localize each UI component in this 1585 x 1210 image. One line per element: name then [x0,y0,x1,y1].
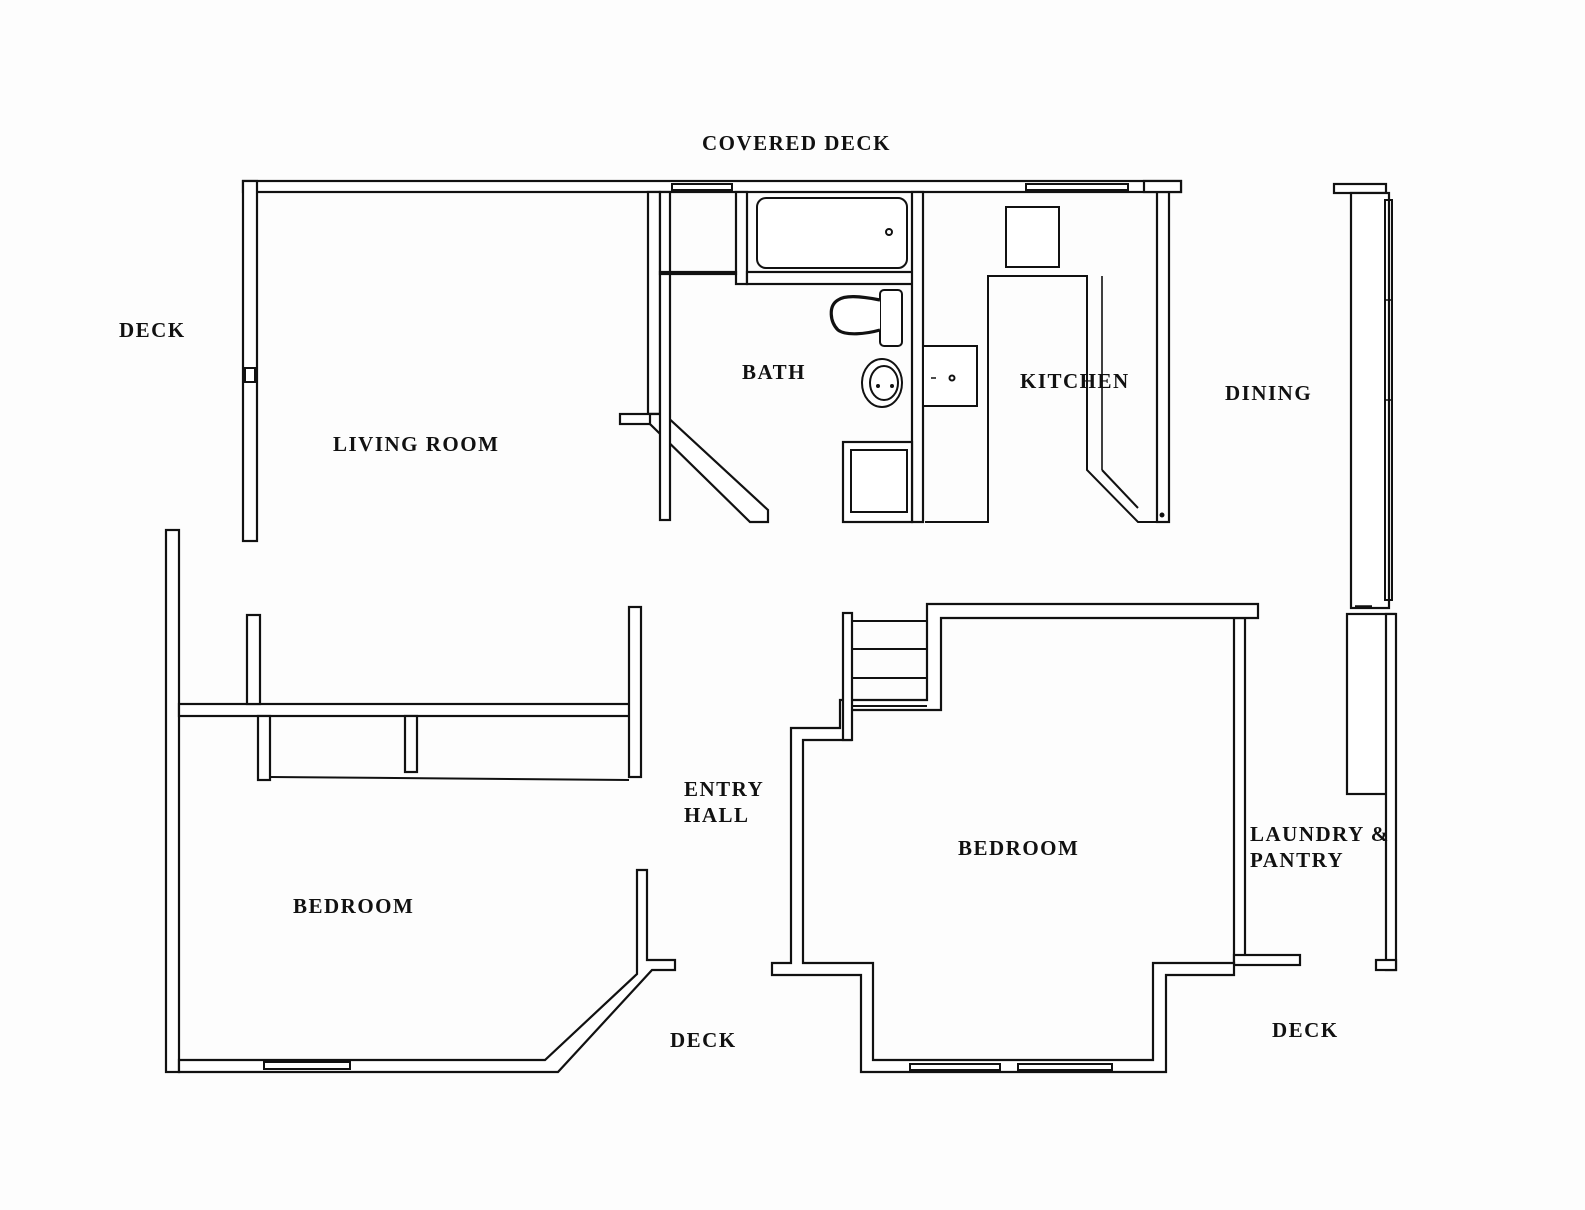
label-covered-deck: COVERED DECK [702,131,891,155]
bathtub-icon [756,197,908,269]
dining-east-wall [1332,182,1393,610]
label-deck-south: DECK [670,1028,737,1052]
label-bedroom-main: BEDROOM [958,836,1080,860]
main-bedroom-walls [770,602,1260,1074]
label-bedroom-west: BEDROOM [293,894,415,918]
label-entry-hall-line2: HALL [684,803,750,827]
toilet-icon [829,289,903,347]
shower-stall-icon [850,449,908,513]
laundry-pantry-walls [1232,612,1398,972]
north-exterior-wall [241,179,1183,194]
west-bedroom-walls [164,528,677,1074]
label-kitchen: KITCHEN [1020,369,1130,393]
living-room-west-wall [241,179,259,543]
label-entry-hall-line1: ENTRY [684,777,765,801]
label-living-room: LIVING ROOM [333,432,500,456]
label-deck-west: DECK [119,318,186,342]
living-bath-partition [618,190,770,524]
label-laundry-line1: LAUNDRY & [1250,822,1390,846]
refrigerator-icon [1005,206,1060,268]
kitchen-fixtures [922,179,1183,524]
label-bath: BATH [742,360,806,384]
stairs-icon [841,611,927,742]
bathroom-sink-icon [861,358,903,408]
label-laundry-line2: PANTRY [1250,848,1345,872]
label-deck-southeast: DECK [1272,1018,1339,1042]
label-dining: DINING [1225,381,1313,405]
